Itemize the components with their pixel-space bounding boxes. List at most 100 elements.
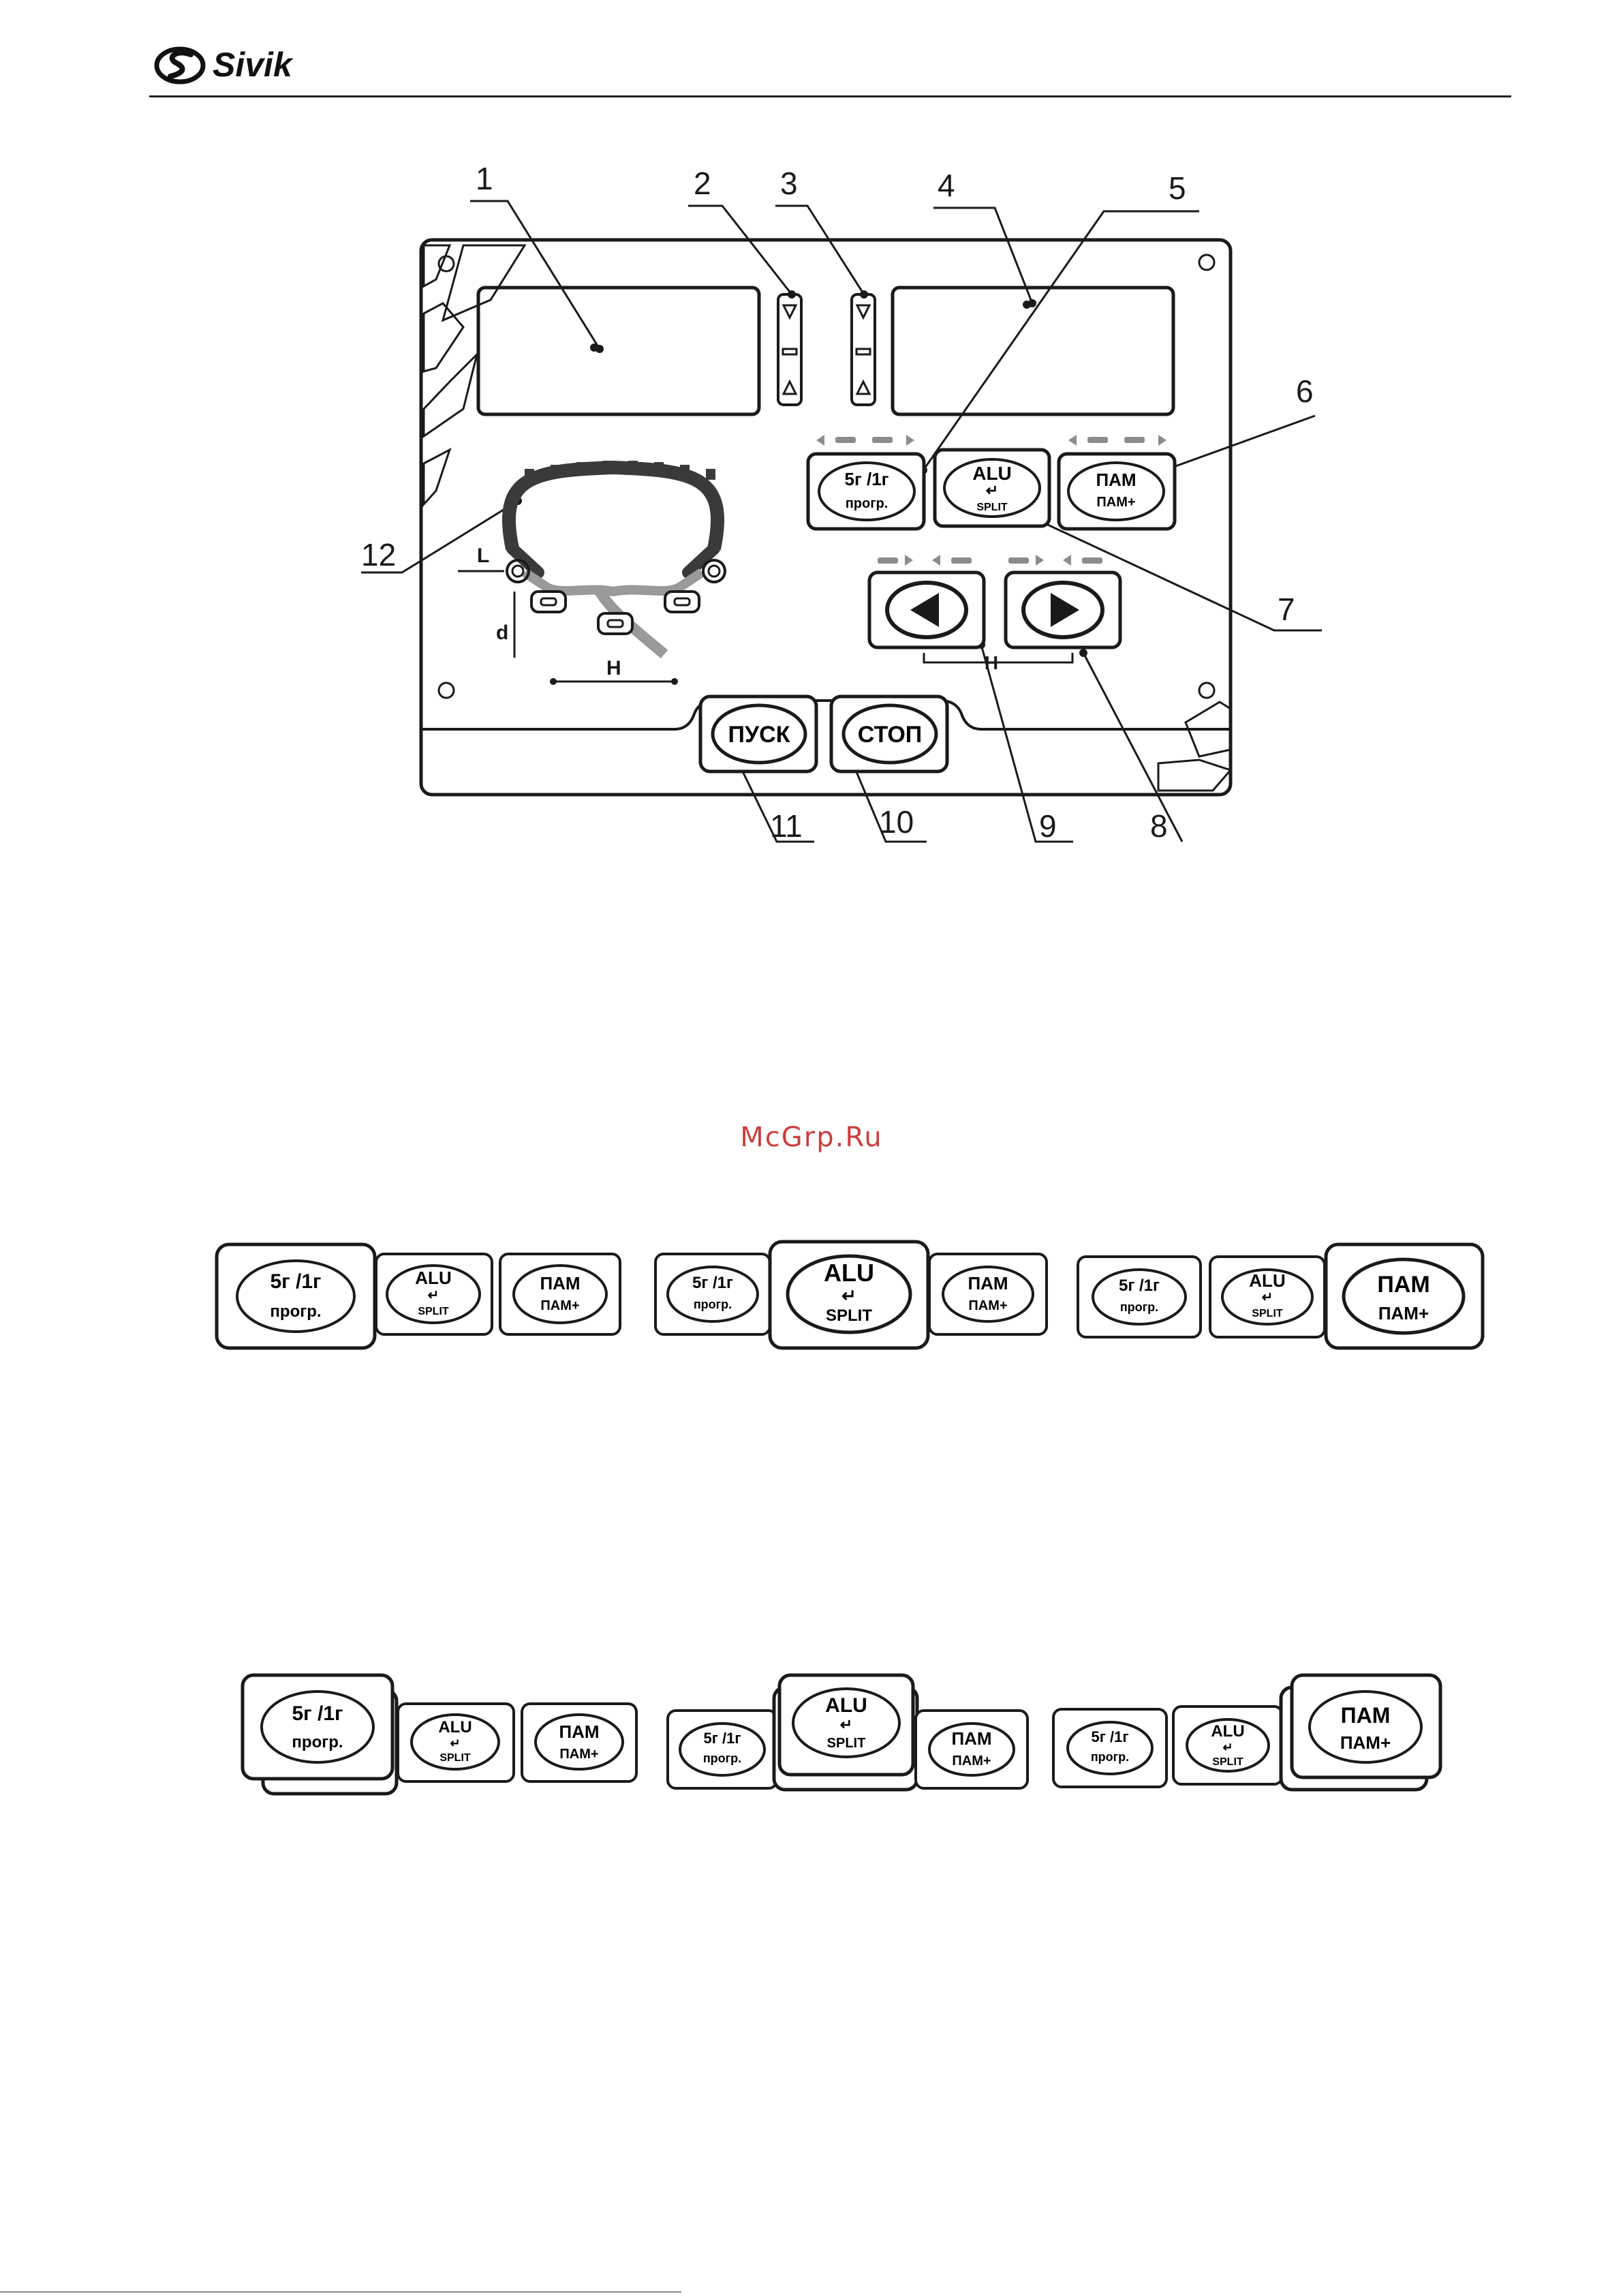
svg-text:5г /1г: 5г /1г [292, 1702, 343, 1725]
callout-5: 5 [1169, 170, 1186, 206]
svg-text:СТОП: СТОП [858, 722, 923, 748]
callout-12: 12 [361, 537, 396, 572]
svg-text:ALU: ALU [1249, 1270, 1285, 1291]
svg-text:SPLIT: SPLIT [1212, 1756, 1243, 1768]
svg-text:прогр.: прогр. [1091, 1750, 1129, 1764]
key-mem[interactable]: ПАМ ПАМ+ [1057, 452, 1177, 531]
svg-text:↵: ↵ [840, 1716, 852, 1733]
seq2-group-b: 5г /1г прогр. ALU ↵ SPLIT ПАМ ПАМ+ [666, 1673, 1029, 1792]
svg-text:↵: ↵ [450, 1736, 460, 1750]
wheel-pictogram: L d H [458, 460, 726, 685]
callout-10: 10 [879, 804, 914, 840]
svg-text:SPLIT: SPLIT [826, 1306, 872, 1325]
key-stop[interactable]: СТОП [829, 694, 949, 774]
enter-icon: ↵ [986, 482, 998, 499]
weight-arrows-right-icon [1068, 435, 1166, 446]
svg-text:5г /1г: 5г /1г [1091, 1728, 1128, 1745]
header-rule [149, 95, 1511, 97]
watermark: McGrp.Ru [740, 1122, 883, 1153]
svg-text:↵: ↵ [428, 1288, 439, 1303]
key-start[interactable]: ПУСК [698, 694, 818, 774]
right-arrow-icon [1051, 593, 1079, 627]
svg-text:SPLIT: SPLIT [827, 1736, 866, 1751]
svg-text:ALU: ALU [415, 1268, 451, 1288]
svg-text:ALU: ALU [825, 1694, 867, 1717]
key-sequence-row-1: 5г /1г прогр. ALU ↵ SPLIT ПАМ ПАМ+ 5г /1… [215, 1240, 1485, 1350]
seq2-group-c: 5г /1г прогр. ALU ↵ SPLIT ПАМ ПАМ+ [1052, 1673, 1442, 1792]
panel-bottom-strip [421, 699, 1231, 731]
svg-text:ПАМ: ПАМ [1377, 1272, 1429, 1298]
svg-text:↵: ↵ [1262, 1290, 1273, 1305]
seq1-group-b: 5г /1г прогр. ALU ↵ SPLIT ПАМ ПАМ+ [654, 1240, 1048, 1350]
callout-4: 4 [938, 168, 955, 203]
svg-text:прогр.: прогр. [270, 1302, 321, 1321]
left-arrow-icon [910, 593, 939, 627]
right-display [891, 286, 1175, 416]
svg-text:ПАМ: ПАМ [1341, 1703, 1391, 1728]
svg-text:5г /1г: 5г /1г [844, 469, 888, 489]
svg-text:ALU: ALU [438, 1718, 472, 1736]
callout-2: 2 [694, 166, 711, 201]
svg-text:SPLIT: SPLIT [1252, 1308, 1283, 1319]
left-display [476, 286, 761, 416]
key-sequence-row-2: 5г /1г прогр. ALU ↵ SPLIT ПАМ ПАМ+ 5г /1… [241, 1673, 1442, 1796]
svg-text:ALU: ALU [972, 463, 1012, 484]
dim-H-label: H [606, 657, 621, 679]
svg-text:5г /1г: 5г /1г [692, 1274, 733, 1292]
brand-name: Sivik [213, 46, 294, 84]
svg-text:прогр.: прогр. [292, 1733, 343, 1751]
svg-text:ПАМ+: ПАМ+ [1340, 1732, 1391, 1753]
svg-text:ПАМ+: ПАМ+ [968, 1298, 1007, 1313]
dim-L-label: L [477, 545, 489, 567]
callout-6: 6 [1296, 373, 1314, 409]
svg-text:SPLIT: SPLIT [439, 1752, 471, 1764]
svg-text:SPLIT: SPLIT [976, 502, 1008, 513]
callout-9: 9 [1039, 808, 1057, 844]
dim-d-label: d [496, 622, 508, 644]
indicator-column-left [777, 293, 803, 406]
indicator-column-right [850, 293, 876, 406]
panel-frame [419, 238, 1233, 797]
bracket-h-label: H [985, 652, 998, 673]
svg-text:SPLIT: SPLIT [418, 1306, 449, 1317]
callout-11: 11 [770, 808, 803, 844]
svg-text:прогр.: прогр. [703, 1751, 741, 1765]
seq2-group-a: 5г /1г прогр. ALU ↵ SPLIT ПАМ ПАМ+ [241, 1673, 638, 1796]
svg-text:ПАМ: ПАМ [968, 1273, 1008, 1294]
svg-text:прогр.: прогр. [694, 1298, 732, 1311]
callout-8: 8 [1150, 808, 1168, 844]
weight-arrows-left-icon [816, 435, 914, 446]
svg-text:ПАМ+: ПАМ+ [952, 1754, 991, 1769]
svg-text:ПАМ+: ПАМ+ [559, 1747, 598, 1762]
svg-text:ПАМ+: ПАМ+ [1096, 495, 1135, 510]
svg-text:ALU: ALU [1211, 1722, 1244, 1741]
seq1-group-c: 5г /1г прогр. ALU ↵ SPLIT ПАМ ПАМ+ [1077, 1242, 1485, 1350]
svg-text:ПАМ: ПАМ [951, 1728, 991, 1749]
sivik-logo: Sivik [153, 42, 330, 86]
control-panel-diagram: 1 2 3 4 5 6 7 8 9 10 11 12 [361, 161, 1322, 844]
key-arrow-left[interactable] [867, 570, 986, 649]
seq1-group-a: 5г /1г прогр. ALU ↵ SPLIT ПАМ ПАМ+ [215, 1242, 621, 1350]
svg-text:ПАМ: ПАМ [559, 1721, 599, 1742]
svg-text:ПУСК: ПУСК [728, 722, 790, 748]
key-alu-split[interactable]: ALU ↵ SPLIT [933, 448, 1051, 528]
svg-text:ПАМ: ПАМ [1096, 470, 1136, 490]
svg-text:ALU: ALU [824, 1259, 874, 1287]
callout-3: 3 [780, 166, 798, 201]
svg-text:5г /1г: 5г /1г [270, 1270, 321, 1293]
weight-arrows-nav-right-icon [1008, 555, 1102, 566]
svg-text:ПАМ+: ПАМ+ [1378, 1303, 1429, 1323]
svg-text:прогр.: прогр. [1120, 1300, 1158, 1314]
svg-text:ПАМ: ПАМ [540, 1273, 580, 1294]
footer-rule [0, 2291, 681, 2293]
svg-text:ПАМ+: ПАМ+ [540, 1298, 579, 1313]
svg-text:5г /1г: 5г /1г [1119, 1276, 1160, 1295]
svg-text:5г /1г: 5г /1г [703, 1730, 741, 1747]
svg-text:прогр.: прогр. [846, 496, 888, 511]
callout-1: 1 [476, 161, 493, 196]
svg-text:↵: ↵ [841, 1285, 856, 1306]
key-arrow-right[interactable] [1004, 570, 1122, 649]
key-prog[interactable]: 5г /1г прогр. [806, 452, 926, 531]
weight-arrows-nav-left-icon [878, 555, 972, 566]
svg-text:↵: ↵ [1222, 1741, 1233, 1754]
